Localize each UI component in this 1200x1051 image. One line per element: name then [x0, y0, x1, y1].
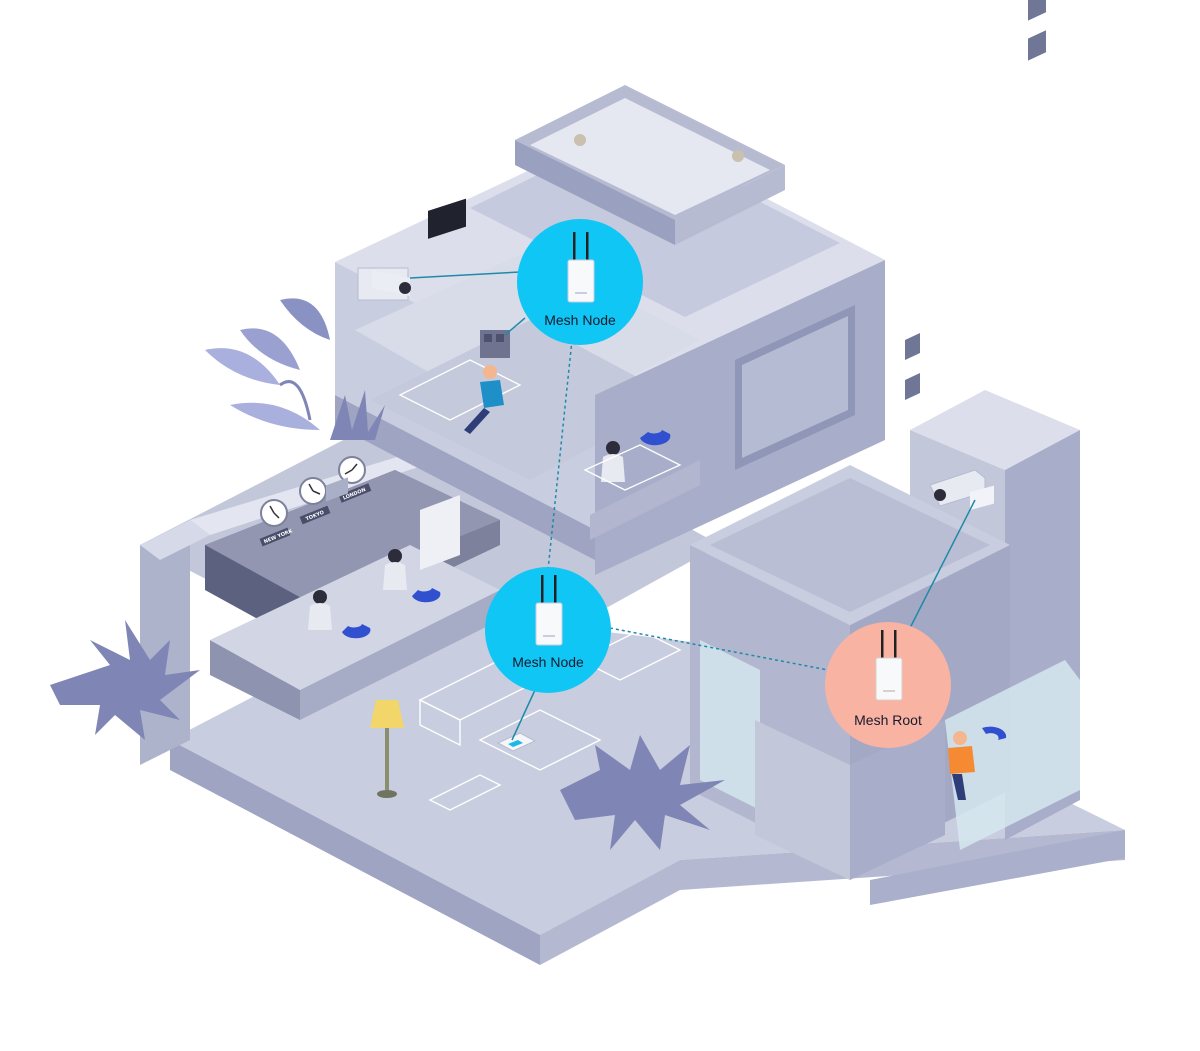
mesh-root: Mesh Root: [825, 622, 951, 748]
mesh-node-top: Mesh Node: [517, 219, 643, 345]
security-camera-icon: [929, 469, 986, 507]
floor-lamp-icon: [370, 700, 404, 798]
world-clocks: NEW YORK TOKYO LONDON: [259, 456, 372, 547]
link-top-to-middle-node: [547, 339, 573, 571]
receptionists: [308, 477, 441, 639]
plant-icon: [205, 298, 330, 430]
plant-icon: [560, 735, 725, 850]
plant-icon: [50, 620, 200, 740]
link-nvr-to-top-node: [504, 317, 526, 336]
mesh-node-middle-label: Mesh Node: [512, 654, 584, 670]
lounge-furniture: [418, 629, 682, 811]
mesh-node-top-label: Mesh Node: [544, 312, 616, 328]
link-camera-to-top-node: [409, 271, 521, 279]
access-point-icon: [875, 630, 903, 701]
wireless-router: [496, 732, 537, 752]
mesh-node-middle: Mesh Node: [485, 567, 611, 693]
link-router-to-middle-node: [511, 689, 536, 741]
office-workstation: [398, 198, 700, 540]
worker-with-laptop: [948, 485, 1007, 800]
access-point-icon: [567, 232, 595, 303]
link-camera-to-root: [909, 499, 976, 629]
link-middle-to-root: [609, 627, 829, 671]
lobby-wing: [140, 450, 500, 765]
access-point-icon: [535, 575, 563, 646]
plant-icon: [330, 390, 385, 440]
mesh-root-label: Mesh Root: [854, 712, 922, 728]
mesh-links: [409, 271, 976, 741]
security-camera-icon: [357, 267, 411, 301]
